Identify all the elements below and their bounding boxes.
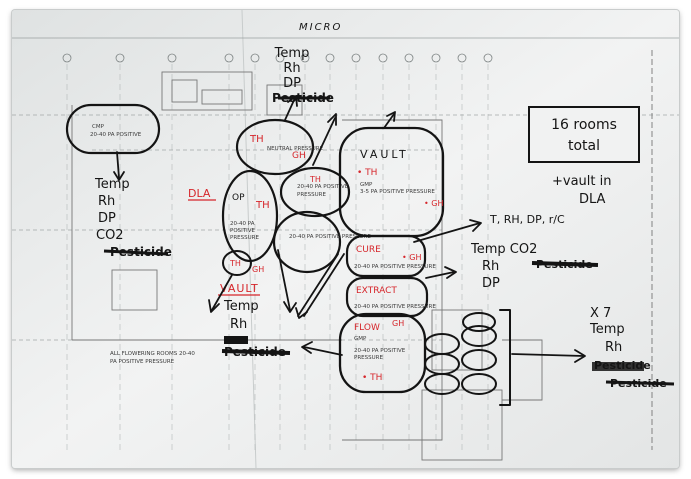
room-mid-2 [272,210,342,274]
svg-text:GMP: GMP [354,336,367,342]
svg-text:TH: TH [255,200,270,211]
svg-text:20-40 PA POSITIVE: 20-40 PA POSITIVE [354,348,406,354]
room-cure [345,234,427,278]
room-flower [338,312,427,394]
svg-text:Rh: Rh [283,61,300,76]
svg-text:NEUTRAL PRESSURE: NEUTRAL PRESSURE [267,146,324,152]
sensor-list-left: Temp Rh DP CO2 Pesticide [94,177,172,259]
svg-text:20-40 PA POSITIVE PRESSURE: 20-40 PA POSITIVE PRESSURE [354,304,436,310]
cure-label: CURE [356,245,381,255]
sensor-list-middle-right: Temp CO2 Rh DP Pesticide [470,242,599,291]
svg-text:CMP: CMP [92,124,105,130]
sheet-title: MICRO [299,22,342,33]
svg-text:Rh: Rh [98,194,115,209]
room-top-middle [235,118,315,176]
svg-text:16 rooms: 16 rooms [551,117,617,133]
svg-text:ALL FLOWERING ROOMS 20-40: ALL FLOWERING ROOMS 20-40 [110,351,195,357]
flower-label: FLOW [354,323,380,333]
room-mid-1 [279,166,351,218]
vault-label: VAULT [360,148,409,161]
grid-marker [300,53,310,63]
dla-label: DLA [188,187,211,200]
svg-text:PRESSURE: PRESSURE [297,192,326,198]
sensor-list-top: Temp Rh DP Pesticide [272,46,334,105]
sensor-list-right: X 7 Temp Rh Pesticide Pesticide [589,306,675,390]
grid-marker [250,53,260,63]
svg-text:DP: DP [482,276,500,291]
sensor-parameters: T, RH, DP, r/C [489,213,565,226]
svg-text:GMP: GMP [360,182,373,188]
svg-text:20-40 PA POSITIVE: 20-40 PA POSITIVE [297,184,349,190]
grid-marker [325,53,335,63]
grid-marker-row [62,53,493,63]
svg-text:Rh: Rh [605,340,622,355]
grid-marker [457,53,467,63]
grid-marker [275,53,285,63]
svg-text:Rh: Rh [482,259,499,274]
svg-text:DP: DP [98,211,116,226]
svg-text:total: total [568,138,600,154]
svg-text:• GH: • GH [402,253,421,262]
svg-text:TH: TH [229,259,241,268]
svg-text:POSITIVE: POSITIVE [230,228,256,234]
svg-text:PRESSURE: PRESSURE [354,355,383,361]
flowering-rooms-grid [424,312,497,395]
svg-text:DLA: DLA [579,192,606,207]
svg-text:Temp: Temp [94,177,130,192]
svg-text:• GH: • GH [424,199,443,208]
sensor-list-middle-left: Temp Rh Pesticide [221,299,291,359]
svg-text:GH: GH [252,265,264,274]
grid-marker [167,53,177,63]
room-dla-vault [222,250,252,276]
svg-text:20-40 PA POSITIVE: 20-40 PA POSITIVE [90,132,142,138]
grid-marker [378,53,388,63]
grid-marker [483,53,493,63]
rooms-total-box [528,106,640,163]
svg-text:Temp: Temp [274,46,310,61]
svg-text:CO2: CO2 [96,228,124,243]
grid-marker [62,53,72,63]
grid-marker [351,53,361,63]
svg-text:Temp: Temp [223,299,259,314]
floorplan-photo: MICRO CMP 20-40 PA POSIT [12,10,679,468]
svg-text:20-40 PA POSITIVE PRESSURE: 20-40 PA POSITIVE PRESSURE [289,234,371,240]
svg-text:20-40 PA: 20-40 PA [230,221,255,227]
floorplan-drawing: MICRO CMP 20-40 PA POSIT [12,10,679,468]
extract-label: EXTRACT [356,286,397,296]
svg-text:Temp CO2: Temp CO2 [470,242,537,257]
svg-text:Rh: Rh [230,317,247,332]
room-left [65,103,161,155]
svg-text:DP: DP [283,76,301,91]
svg-text:X 7: X 7 [590,306,611,321]
room-op-label: OP [232,193,245,203]
room-extract [345,276,429,318]
room-label-th: TH [249,134,264,145]
svg-text:• TH: • TH [357,168,377,178]
svg-text:20-40 PA POSITIVE PRESSURE: 20-40 PA POSITIVE PRESSURE [354,264,436,270]
svg-text:GH: GH [292,151,306,161]
grid-marker [224,53,234,63]
svg-text:PRESSURE: PRESSURE [230,235,259,241]
grid-marker [431,53,441,63]
svg-text:• TH: • TH [362,373,382,383]
grid-marker [115,53,125,63]
svg-text:TH: TH [309,175,321,184]
dla-vault-label: VAULT [220,282,259,295]
grid-marker [404,53,414,63]
svg-text:3-5 PA POSITIVE PRESSURE: 3-5 PA POSITIVE PRESSURE [360,189,435,195]
svg-text:GH: GH [392,319,404,328]
svg-text:Temp: Temp [589,322,625,337]
vault-note: +vault in [552,174,611,189]
svg-text:PA POSITIVE PRESSURE: PA POSITIVE PRESSURE [110,359,175,365]
